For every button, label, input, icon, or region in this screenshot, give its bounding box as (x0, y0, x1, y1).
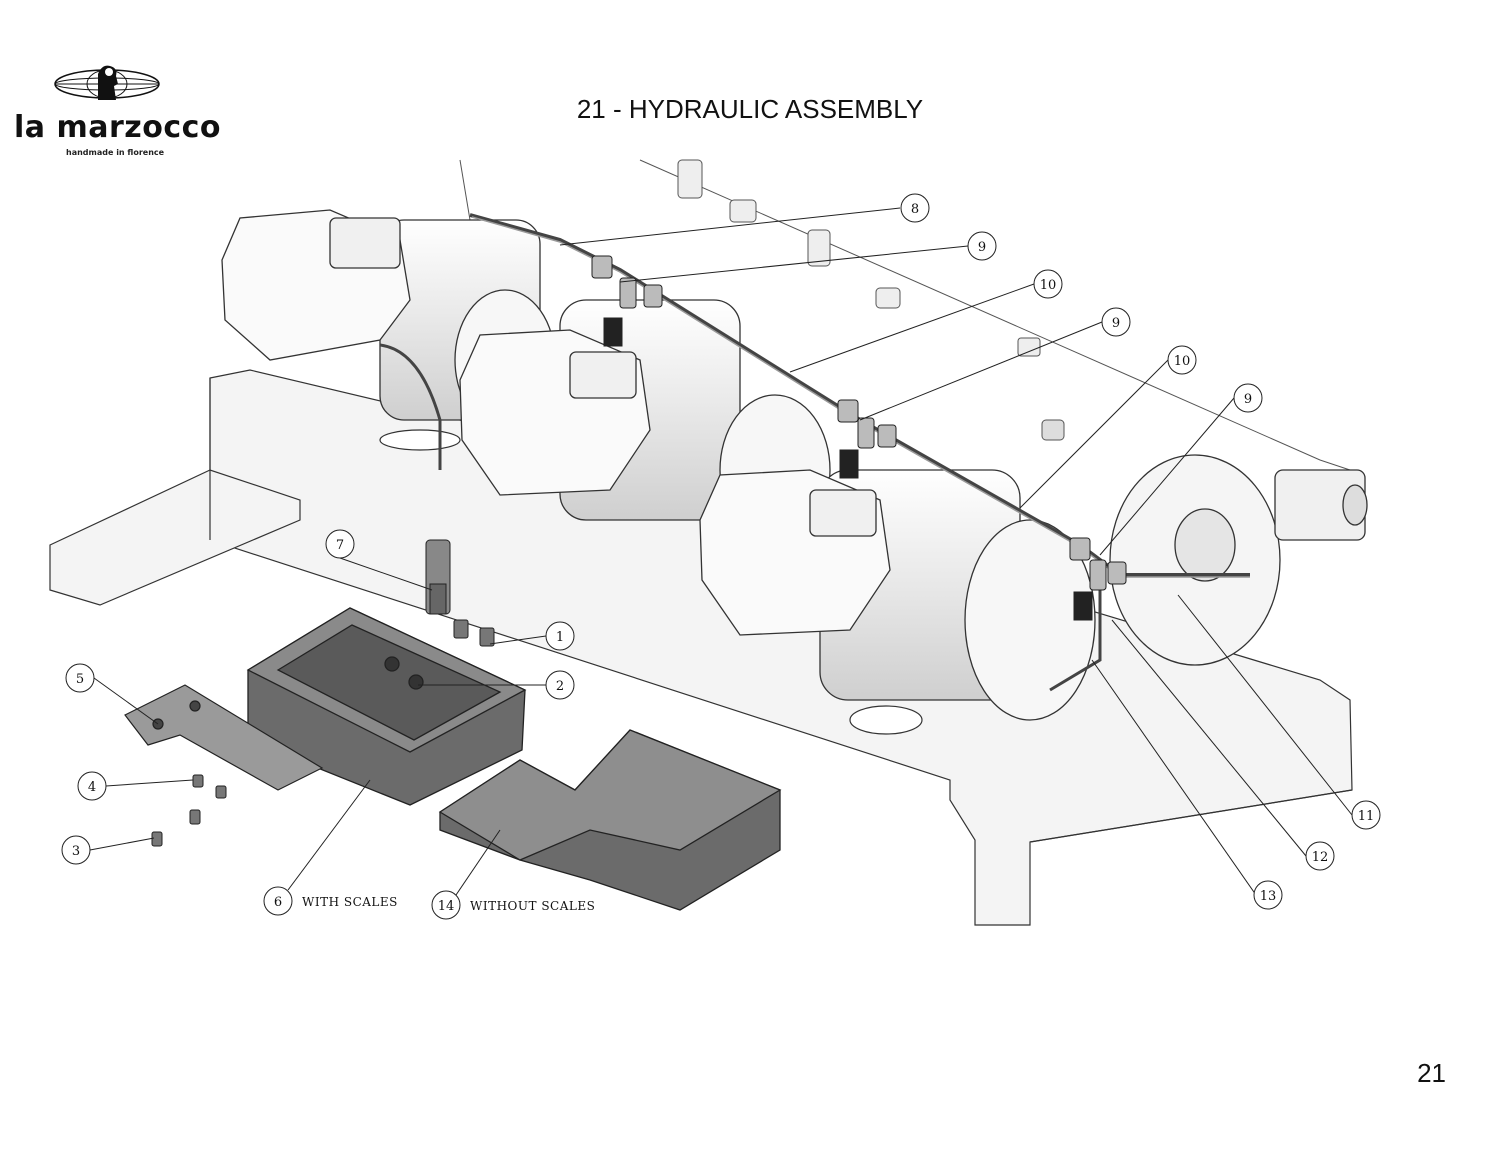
callout-9b (1101, 307, 1131, 337)
callout-14 (431, 890, 461, 920)
callout-6 (263, 886, 293, 916)
callout-8 (900, 193, 930, 223)
callout-label-9b: 9 (1112, 316, 1120, 331)
parts-3-4-screws (151, 774, 227, 847)
callout-label-12: 12 (1312, 850, 1329, 865)
callout-label-8: 8 (911, 202, 919, 217)
callout-label-5: 5 (76, 672, 84, 687)
callout-markers (61, 193, 1381, 920)
callout-label-13: 13 (1260, 889, 1277, 904)
callout-label-9a: 9 (978, 240, 986, 255)
brand-tagline: handmade in florence (66, 148, 165, 157)
part-1-screws (453, 619, 495, 647)
tee-fittings (591, 255, 1127, 621)
callout-11 (1351, 800, 1381, 830)
callout-label-6: 6 (274, 895, 282, 910)
note-with-scales: WITH SCALES (302, 895, 398, 909)
page-title: 21 - HYDRAULIC ASSEMBLY (576, 94, 924, 124)
callout-label-2: 2 (556, 679, 564, 694)
callout-label-3: 3 (72, 844, 80, 859)
callout-label-9c: 9 (1244, 392, 1252, 407)
callout-5 (65, 663, 95, 693)
boiler-group-2 (459, 299, 831, 546)
callout-label-4: 4 (88, 780, 96, 795)
callout-3 (61, 835, 91, 865)
brand-logo (10, 62, 205, 162)
globe-lion-emblem-icon (54, 65, 160, 100)
callout-7 (325, 529, 355, 559)
page-number: 21 (1417, 1058, 1446, 1088)
callout-1 (545, 621, 575, 651)
part-6-drip-tray (246, 607, 527, 806)
callout-10a (1033, 269, 1063, 299)
callout-label-14: 14 (438, 899, 455, 914)
hydraulic-assembly-diagram: 1 2 3 4 5 6 7 8 9 9 9 10 10 11 12 13 14 … (49, 159, 1381, 926)
part-7-connector (425, 539, 451, 615)
callout-label-10a: 10 (1040, 278, 1057, 293)
leader-lines (89, 207, 1353, 896)
top-panel (459, 159, 1351, 471)
callout-label-1: 1 (556, 630, 564, 645)
callout-12 (1305, 841, 1335, 871)
brand-name: la marzocco (14, 110, 222, 145)
note-without-scales: WITHOUT SCALES (470, 899, 595, 913)
callout-label-10b: 10 (1174, 354, 1191, 369)
callout-9c (1233, 383, 1263, 413)
part-14-drip-tray (438, 729, 782, 911)
callout-label-11: 11 (1358, 809, 1375, 824)
callout-label-7: 7 (336, 538, 344, 553)
steam-boiler-end (1109, 454, 1368, 666)
callout-9a (967, 231, 997, 261)
callout-4 (77, 771, 107, 801)
callout-13 (1253, 880, 1283, 910)
callout-2 (545, 670, 575, 700)
callout-labels: 1 2 3 4 5 6 7 8 9 9 9 10 10 11 12 13 14 (72, 202, 1374, 914)
callout-10b (1167, 345, 1197, 375)
boiler-group-3 (699, 469, 1096, 721)
